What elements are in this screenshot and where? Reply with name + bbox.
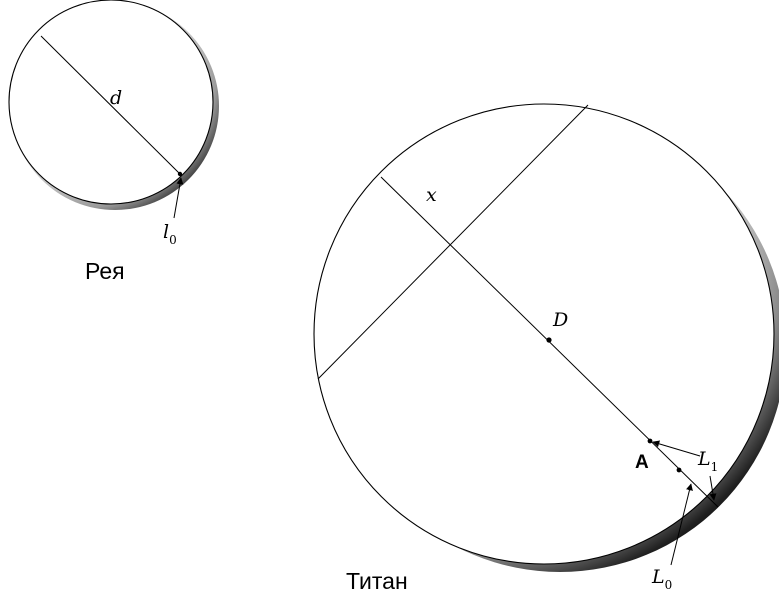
- rhea-outline: [8, 0, 214, 205]
- rhea-body: [8, 0, 219, 219]
- point-a-label: A: [635, 452, 649, 473]
- titan-body: [313, 103, 779, 572]
- rhea-caption: Рея: [85, 258, 125, 284]
- titan-outline: [313, 103, 775, 565]
- point-a-dot: [647, 438, 653, 444]
- l0-pointer: [670, 483, 693, 566]
- titan-surface-dot: [676, 467, 682, 473]
- titan-caption: Титан: [346, 568, 408, 594]
- rhea-diameter-label: d: [110, 87, 122, 109]
- titan-chord-label: x: [426, 184, 437, 206]
- rhea-diameter-line: [40, 35, 181, 175]
- rhea-diameter-end-dot: [177, 171, 183, 177]
- titan-diameter-label: D: [552, 309, 568, 331]
- rhea-arc-label: l0: [163, 221, 177, 247]
- titan-center-dot: [546, 337, 552, 343]
- titan-chord-line: [317, 104, 589, 380]
- l0-label: L0: [651, 566, 672, 592]
- l1-pointer-a: [652, 440, 701, 457]
- l1-label: L1: [697, 448, 718, 474]
- rhea-arc-pointer: [173, 177, 184, 219]
- l1-pointer-b: [709, 475, 717, 501]
